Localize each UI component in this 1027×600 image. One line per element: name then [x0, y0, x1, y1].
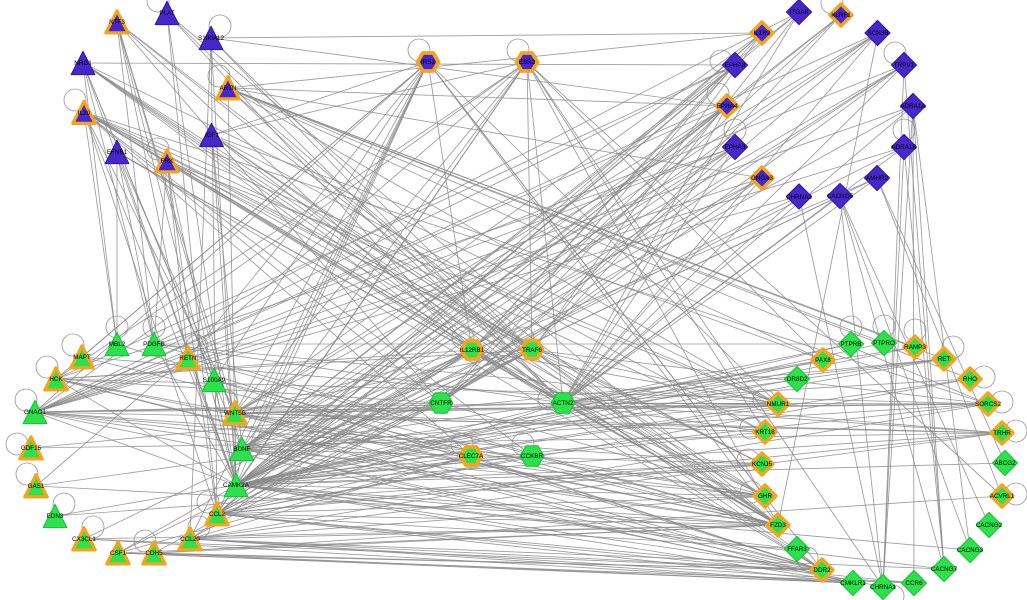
svg-text:IRS1: IRS1: [421, 59, 435, 66]
svg-text:CCL20: CCL20: [180, 536, 200, 543]
svg-text:MBL2: MBL2: [109, 341, 126, 348]
svg-text:ARTN: ARTN: [219, 85, 236, 92]
svg-text:MAPT: MAPT: [73, 354, 91, 361]
svg-text:NRG1: NRG1: [74, 60, 92, 67]
svg-text:CACNG5: CACNG5: [827, 193, 854, 200]
svg-text:GHR: GHR: [758, 493, 772, 500]
svg-text:BDNF: BDNF: [233, 446, 250, 453]
svg-text:RET: RET: [938, 356, 951, 363]
svg-text:PAX8: PAX8: [815, 357, 831, 364]
svg-text:KLRF1: KLRF1: [831, 12, 851, 19]
svg-text:EPHA4: EPHA4: [717, 103, 738, 110]
svg-text:KCNJ5: KCNJ5: [752, 461, 772, 468]
svg-text:ADRA1B: ADRA1B: [891, 144, 916, 151]
svg-text:RETN: RETN: [179, 355, 197, 362]
svg-text:GNAO1: GNAO1: [24, 409, 47, 416]
svg-text:HCK: HCK: [49, 376, 63, 383]
svg-text:EPHA3: EPHA3: [725, 144, 746, 151]
svg-text:NMUR1: NMUR1: [767, 401, 790, 408]
svg-text:FFAR3: FFAR3: [787, 546, 807, 553]
svg-text:CDH5: CDH5: [145, 550, 163, 557]
svg-text:WNT5B: WNT5B: [224, 410, 246, 417]
svg-text:FZD3: FZD3: [770, 522, 786, 529]
svg-text:CCR6: CCR6: [905, 580, 923, 587]
svg-text:KRT18: KRT18: [755, 429, 775, 436]
svg-text:TRPV1: TRPV1: [894, 62, 915, 69]
svg-text:CCKBR: CCKBR: [521, 453, 543, 460]
svg-text:CACNG7: CACNG7: [931, 566, 958, 573]
svg-text:S100A12: S100A12: [198, 35, 224, 42]
svg-text:RAMP3: RAMP3: [904, 344, 926, 351]
svg-text:CHRNA3: CHRNA3: [786, 194, 812, 201]
svg-text:EPHA8: EPHA8: [725, 62, 746, 69]
svg-text:ACVRL1: ACVRL1: [990, 493, 1015, 500]
svg-text:CX3CL1: CX3CL1: [72, 536, 96, 543]
svg-text:IGF1: IGF1: [205, 132, 219, 139]
svg-text:CACNG3: CACNG3: [957, 547, 984, 554]
svg-text:EFNB1: EFNB1: [107, 149, 128, 156]
svg-text:ADRA1A: ADRA1A: [900, 103, 926, 110]
svg-text:NTF3: NTF3: [109, 19, 125, 26]
svg-text:ESR2: ESR2: [519, 59, 536, 66]
svg-text:S100A9: S100A9: [203, 377, 226, 384]
svg-text:ITGA8: ITGA8: [790, 9, 809, 16]
svg-text:CNTFR: CNTFR: [430, 400, 452, 407]
svg-text:ABCG2: ABCG2: [994, 460, 1016, 467]
svg-text:ACTN2: ACTN2: [553, 400, 574, 407]
svg-text:CACNG2: CACNG2: [976, 522, 1003, 529]
svg-text:OR8D2: OR8D2: [787, 376, 808, 383]
svg-text:CMKLR1: CMKLR1: [840, 580, 866, 587]
svg-text:PTPRB: PTPRB: [841, 341, 862, 348]
svg-text:GDF15: GDF15: [21, 445, 42, 452]
svg-text:FRK: FRK: [161, 158, 174, 165]
svg-text:CCL2: CCL2: [209, 511, 226, 518]
svg-text:IL20: IL20: [78, 110, 91, 117]
svg-text:CHRNA1: CHRNA1: [870, 584, 896, 591]
svg-text:IL12RB1: IL12RB1: [460, 347, 485, 354]
svg-text:PTPRO: PTPRO: [873, 340, 895, 347]
svg-text:PDGFB: PDGFB: [143, 341, 165, 348]
svg-text:CSF1: CSF1: [110, 550, 127, 557]
svg-text:CNGA3: CNGA3: [751, 175, 773, 182]
svg-text:SCN3B: SCN3B: [868, 30, 889, 37]
svg-text:TRAF6: TRAF6: [522, 347, 542, 354]
svg-text:AMHR2: AMHR2: [866, 175, 889, 182]
svg-text:IL1R2: IL1R2: [754, 30, 771, 37]
svg-text:CAMK2A: CAMK2A: [223, 482, 250, 489]
svg-text:SORCS2: SORCS2: [975, 401, 1001, 408]
svg-text:DDR2: DDR2: [813, 567, 831, 574]
svg-text:TRHR: TRHR: [993, 430, 1011, 437]
svg-text:PLAT: PLAT: [159, 10, 174, 17]
svg-text:CLEC7A: CLEC7A: [459, 453, 484, 460]
svg-text:RHO: RHO: [963, 376, 977, 383]
svg-text:GAS1: GAS1: [28, 483, 45, 490]
svg-text:EDN3: EDN3: [47, 513, 64, 520]
